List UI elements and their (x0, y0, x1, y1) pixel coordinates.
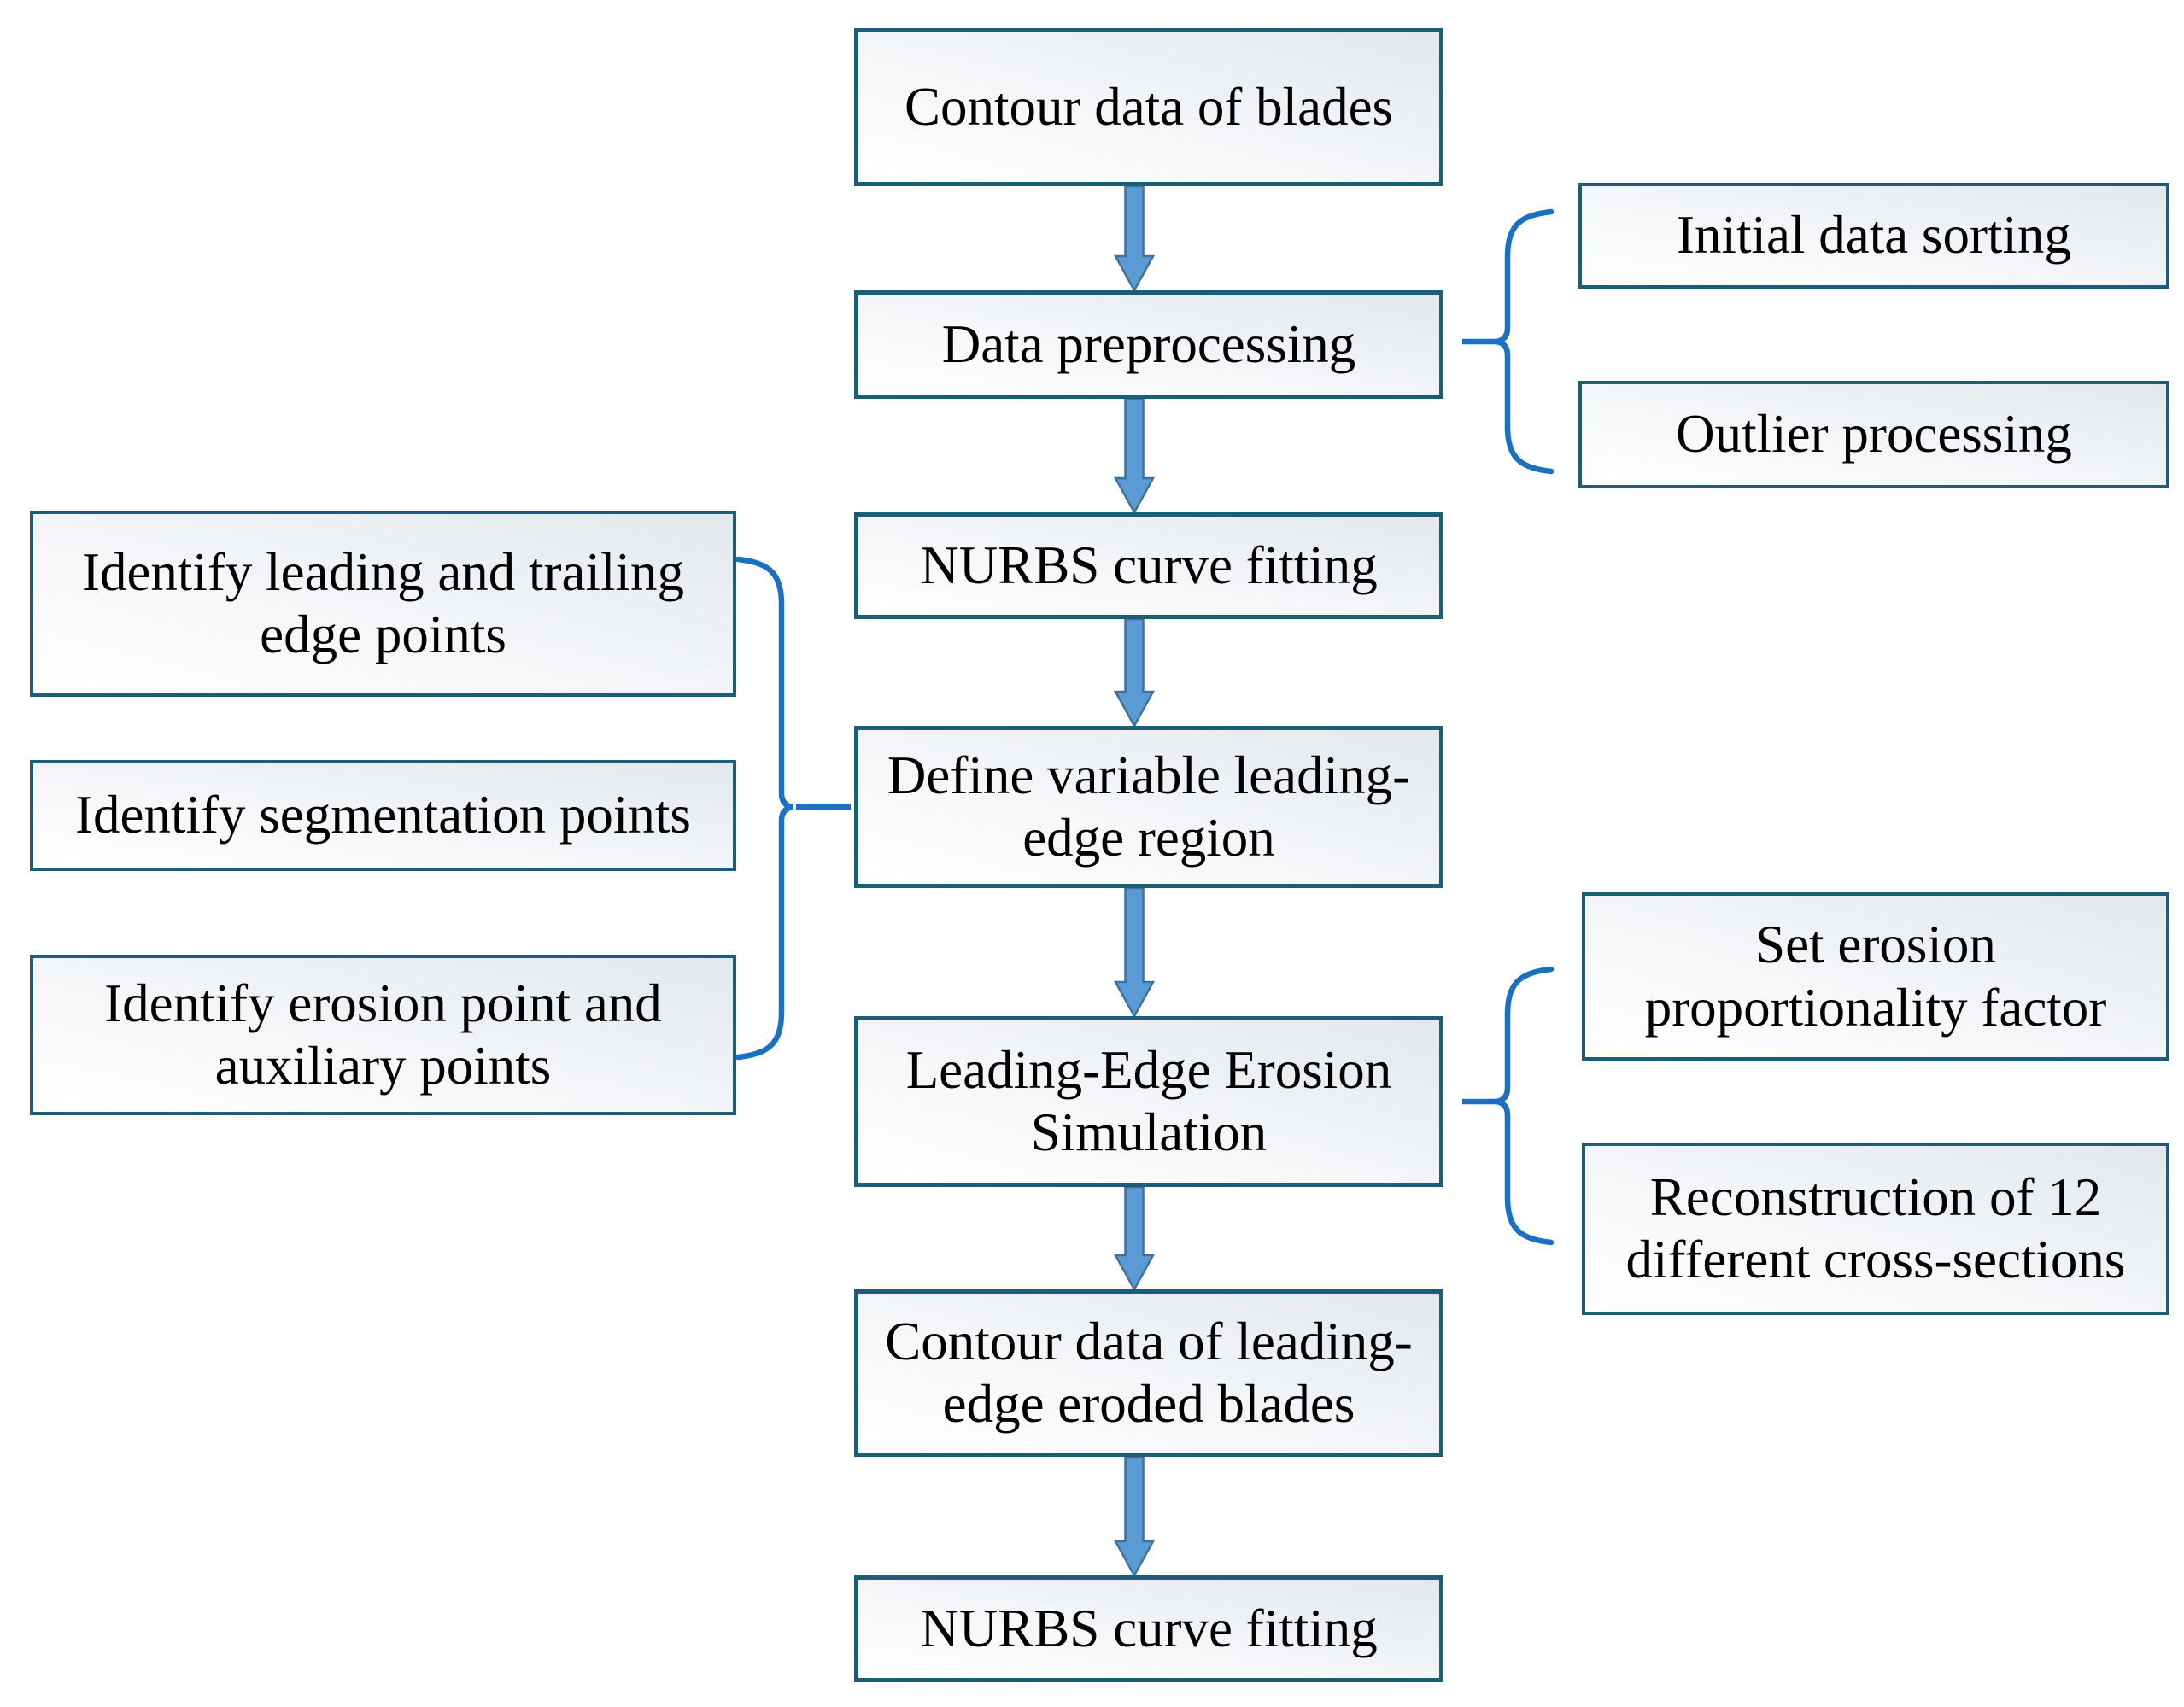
branch-box-identify-segmentation-points: Identify segmentation points (30, 760, 736, 871)
box-label: auxiliary points (214, 1036, 552, 1096)
box-label: NURBS curve fitting (920, 535, 1378, 595)
branch-box-identify-leading-trailing-edge-points: Identify leading and trailing edge point… (30, 511, 736, 697)
box-label: Identify segmentation points (75, 785, 691, 845)
branch-box-identify-erosion-auxiliary-points: Identify erosion point and auxiliary poi… (30, 955, 736, 1115)
branch-box-reconstruction-of-cross-sections: Reconstruction of 12 different cross-sec… (1582, 1143, 2169, 1315)
flow-box-contour-data-of-blades: Contour data of blades (854, 28, 1443, 186)
branch-box-initial-data-sorting: Initial data sorting (1578, 183, 2169, 289)
flow-arrow-2 (1113, 397, 1156, 515)
box-label: Data preprocessing (941, 313, 1356, 374)
box-label: Contour data of blades (904, 76, 1394, 137)
box-label: Reconstruction of 12 (1649, 1166, 2102, 1227)
box-label: Identify leading and trailing (81, 541, 685, 602)
brace-preprocessing-curve (1496, 208, 1555, 475)
box-label: proportionality factor (1644, 977, 2107, 1038)
box-label: NURBS curve fitting (920, 1598, 1378, 1658)
brace-identify-curve (735, 556, 793, 1061)
brace-erosion-curve (1496, 966, 1555, 1246)
flow-box-nurbs-curve-fitting: NURBS curve fitting (854, 512, 1443, 619)
box-label: Contour data of leading- (885, 1311, 1413, 1371)
box-label: Define variable leading- (887, 745, 1411, 805)
brace-identify (735, 556, 851, 1061)
flow-box-data-preprocessing: Data preprocessing (854, 290, 1443, 399)
box-label: Leading-Edge Erosion (905, 1039, 1392, 1100)
box-label: edge points (260, 605, 506, 664)
flow-box-define-variable-leading-edge-region: Define variable leading- edge region (854, 726, 1443, 888)
box-label: Identify erosion point and (104, 973, 662, 1033)
flow-box-leading-edge-erosion-simulation: Leading-Edge Erosion Simulation (854, 1016, 1443, 1187)
branch-box-set-erosion-proportionality-factor: Set erosion proportionality factor (1582, 892, 2169, 1061)
box-label: edge region (1022, 808, 1275, 868)
flow-arrow-3 (1113, 617, 1156, 728)
box-label: Initial data sorting (1677, 205, 2071, 266)
flow-arrow-1 (1113, 184, 1156, 293)
box-label: Outlier processing (1676, 404, 2072, 465)
flow-box-nurbs-curve-fitting-final: NURBS curve fitting (854, 1575, 1443, 1682)
box-label: edge eroded blades (942, 1374, 1355, 1434)
flow-arrow-4 (1113, 886, 1156, 1019)
brace-preprocessing (1462, 208, 1555, 475)
flow-box-contour-data-of-leading-edge-eroded-blades: Contour data of leading- edge eroded bla… (854, 1289, 1443, 1457)
branch-box-outlier-processing: Outlier processing (1578, 381, 2169, 488)
box-label: different cross-sections (1625, 1230, 2126, 1289)
box-label: Set erosion (1755, 915, 1996, 975)
box-label: Simulation (1030, 1102, 1268, 1162)
flow-arrow-5 (1113, 1185, 1156, 1292)
flow-arrow-6 (1113, 1455, 1156, 1578)
brace-erosion (1462, 966, 1555, 1246)
